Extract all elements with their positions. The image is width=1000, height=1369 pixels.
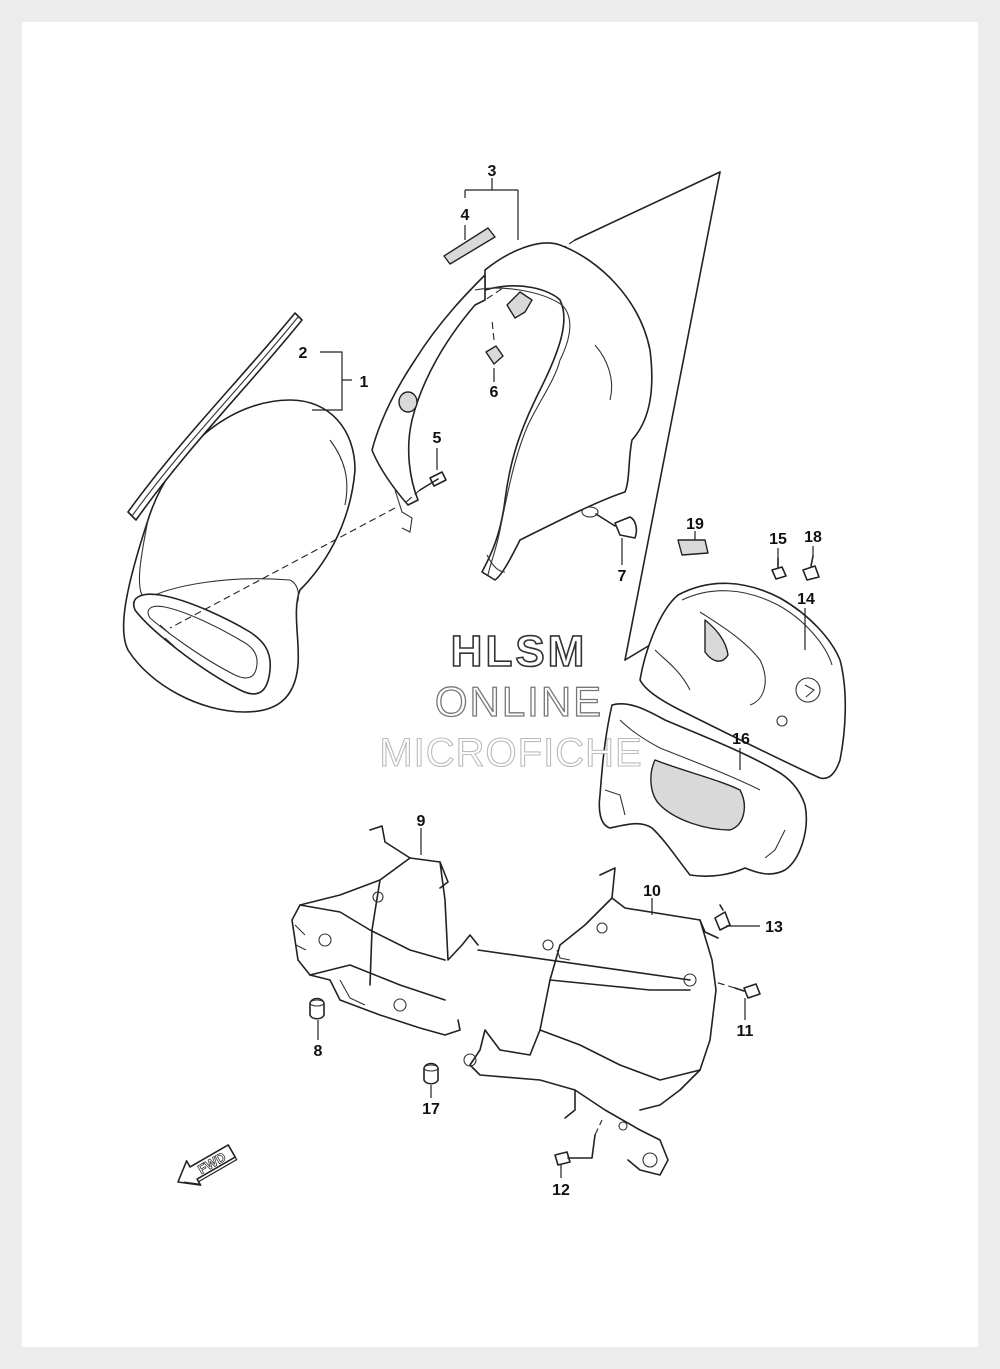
callout-12: 12 [552, 1182, 570, 1199]
part-18-nut [802, 555, 820, 581]
alignment-line-2 [477, 949, 691, 981]
callout-7: 7 [618, 568, 627, 585]
callout-2: 2 [299, 345, 308, 362]
part-1-headlight-cowl [122, 399, 356, 713]
forward-direction-arrow: FWD [177, 1144, 238, 1186]
part-9-bracket [291, 825, 479, 1036]
part-7-push-rivet [595, 513, 638, 539]
callout-labels: 1 2 3 4 5 6 7 8 9 10 11 12 13 14 15 16 1… [299, 163, 822, 1199]
callout-18: 18 [804, 529, 822, 546]
part-6-clip [485, 319, 504, 365]
callout-13: 13 [765, 919, 783, 936]
part-15-clip [771, 557, 787, 580]
callout-17: 17 [422, 1101, 440, 1118]
callout-5: 5 [433, 430, 442, 447]
callout-leaders [312, 178, 814, 1178]
part-3-upper-cowl [371, 242, 653, 581]
part-4-seal-strip [443, 227, 496, 265]
part-16-lower-panel [598, 703, 808, 877]
callout-6: 6 [490, 384, 499, 401]
callout-16: 16 [732, 731, 750, 748]
callout-14: 14 [797, 591, 815, 608]
part-11-bolt [714, 981, 761, 999]
watermark-line-3: MICROFICHE [379, 731, 642, 775]
watermark: HLSM ONLINE MICROFICHE [379, 626, 642, 775]
watermark-line-2: ONLINE [435, 678, 603, 725]
part-12-bolt [554, 1119, 603, 1166]
callout-3: 3 [488, 163, 497, 180]
part-5-screw [404, 471, 447, 504]
callout-9: 9 [417, 813, 426, 830]
part-10-frame-bracket [463, 867, 719, 1176]
callout-8: 8 [314, 1043, 323, 1060]
part-8-grommet [309, 997, 325, 1020]
callout-1: 1 [360, 374, 369, 391]
callout-10: 10 [643, 883, 661, 900]
part-19-pad [677, 539, 709, 556]
part-14-inner-panel [639, 582, 847, 780]
part-17-grommet [423, 1062, 439, 1085]
guide-triangle [484, 171, 721, 661]
part-2-trim-strip [127, 312, 303, 521]
callout-4: 4 [461, 207, 470, 224]
callout-15: 15 [769, 531, 787, 548]
callout-11: 11 [737, 1023, 754, 1040]
watermark-line-1: HLSM [451, 627, 588, 676]
alignment-line-1 [169, 507, 396, 629]
callout-19: 19 [686, 516, 704, 533]
